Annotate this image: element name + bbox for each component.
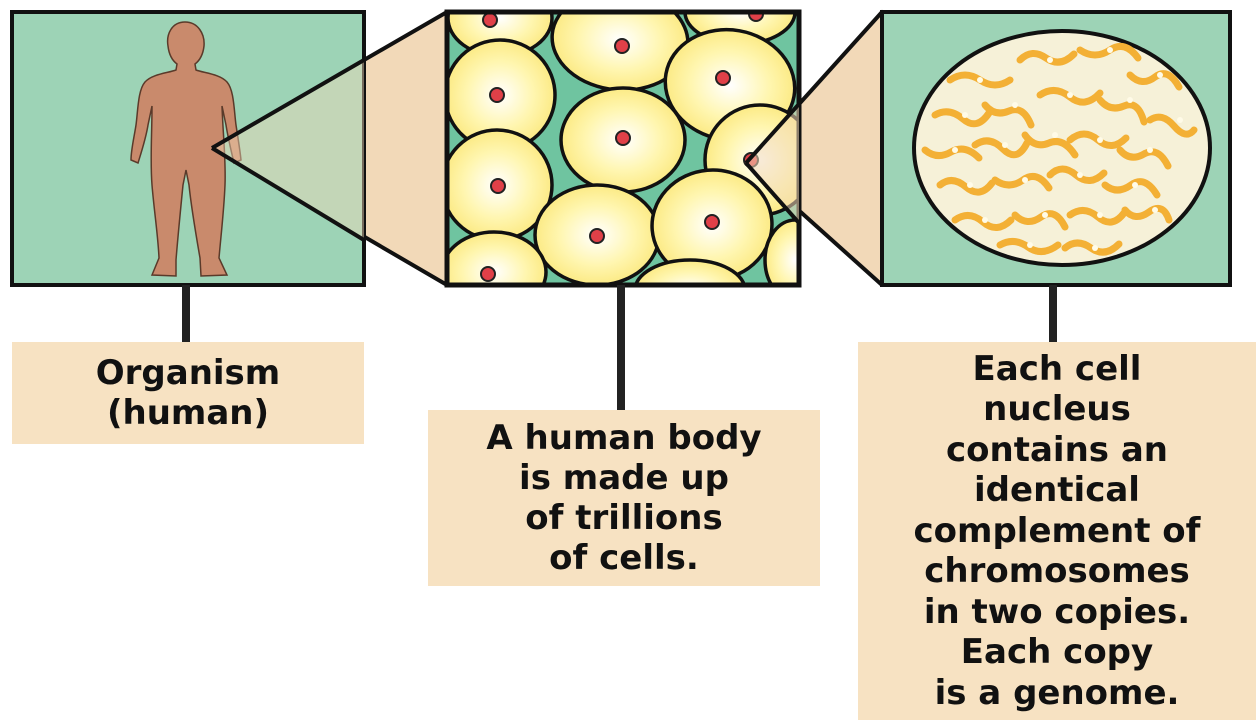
centromere-dot: [1152, 207, 1158, 213]
cell-nucleus-dot: [616, 131, 630, 145]
cell-nucleus-dot: [490, 88, 504, 102]
cells-label-line: of cells.: [428, 538, 820, 578]
cell: [535, 185, 659, 285]
centromere-dot: [1177, 117, 1183, 123]
nucleus-label-line: complement of: [858, 511, 1256, 552]
cells-label: A human body is made up of trillions of …: [428, 410, 820, 586]
nucleus-label-line: Each copy: [858, 632, 1256, 673]
centromere-dot: [977, 77, 983, 83]
cell: [765, 220, 825, 300]
centromere-dot: [1157, 72, 1163, 78]
organism-label: Organism (human): [12, 342, 364, 444]
nucleus-label-line: chromosomes: [858, 551, 1256, 592]
centromere-dot: [1107, 47, 1113, 53]
centromere-dot: [1132, 182, 1138, 188]
cell-nucleus-dot: [615, 39, 629, 53]
nucleus-label-line: nucleus: [858, 389, 1256, 430]
centromere-dot: [967, 182, 973, 188]
nucleus-label: Each cell nucleus contains an identical …: [858, 342, 1256, 720]
nucleus-label-line: Each cell: [858, 349, 1256, 390]
centromere-dot: [1077, 172, 1083, 178]
nucleus-label-line: identical: [858, 470, 1256, 511]
centromere-dot: [1047, 57, 1053, 63]
centromere-dot: [952, 147, 958, 153]
cell: [561, 88, 685, 192]
cells-label-line: of trillions: [428, 498, 820, 538]
centromere-dot: [1012, 102, 1018, 108]
centromere-dot: [1147, 147, 1153, 153]
cell-nucleus-dot: [483, 13, 497, 27]
centromere-dot: [1002, 142, 1008, 148]
centromere-dot: [1022, 177, 1028, 183]
organism-label-line: Organism: [12, 353, 364, 393]
cell: [442, 232, 546, 312]
cell-nucleus-dot: [705, 215, 719, 229]
centromere-dot: [1067, 92, 1073, 98]
centromere-dot: [982, 217, 988, 223]
cell: [635, 260, 745, 320]
centromere-dot: [1127, 97, 1133, 103]
centromere-dot: [1097, 137, 1103, 143]
cell-nucleus-dot: [491, 179, 505, 193]
nucleus-label-line: in two copies.: [858, 592, 1256, 633]
centromere-dot: [1042, 212, 1048, 218]
centromere-dot: [1027, 242, 1033, 248]
centromere-dot: [1052, 132, 1058, 138]
centromere-dot: [1097, 212, 1103, 218]
nucleus-label-line: is a genome.: [858, 673, 1256, 714]
cells-label-line: is made up: [428, 458, 820, 498]
nucleus-panel: [882, 12, 1230, 285]
cell-nucleus-dot: [716, 71, 730, 85]
organism-label-line: (human): [12, 393, 364, 433]
cell-nucleus-dot: [590, 229, 604, 243]
centromere-dot: [1092, 245, 1098, 251]
cell-nucleus-dot: [803, 253, 817, 267]
cell-nucleus-dot: [683, 288, 697, 302]
cells-label-line: A human body: [428, 418, 820, 458]
nucleus-label-line: contains an: [858, 430, 1256, 471]
cell-nucleus-dot: [481, 267, 495, 281]
centromere-dot: [962, 112, 968, 118]
